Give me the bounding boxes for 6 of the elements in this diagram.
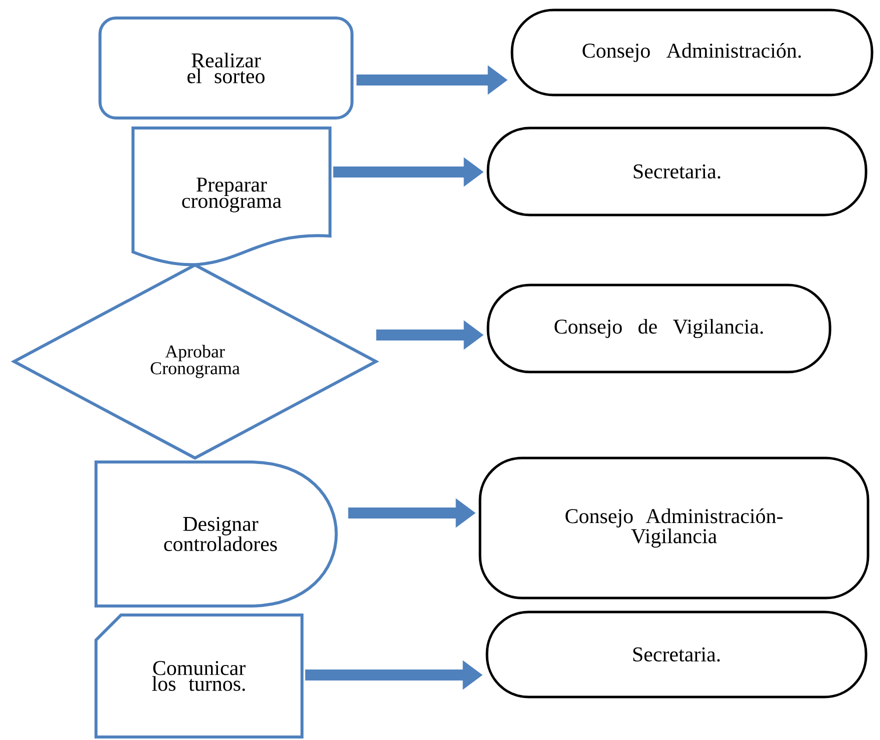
terminal-box: Consejo de Vigilancia. xyxy=(486,284,832,374)
terminal-box: Secretaria. xyxy=(486,126,868,216)
terminal-box: Secretaria. xyxy=(486,610,868,698)
terminal-box: Consejo Administración. xyxy=(510,8,874,96)
process-box: Realizar el sorteo xyxy=(98,16,354,120)
terminal-box: Consejo Administración- Vigilancia xyxy=(478,456,870,600)
